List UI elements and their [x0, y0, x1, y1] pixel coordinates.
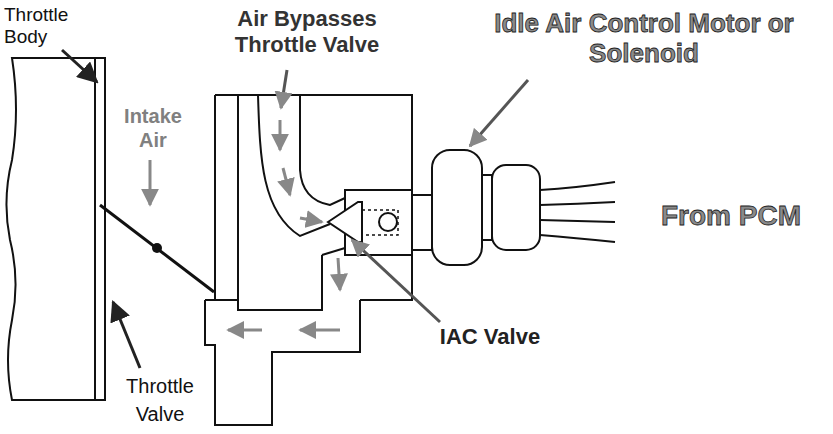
- leader-arrow: [470, 80, 528, 146]
- part-label: Throttle Body: [4, 4, 84, 48]
- throttle-flange: [95, 58, 105, 400]
- leader-arrow: [62, 50, 97, 82]
- motor-ring: [482, 175, 492, 240]
- valve-stem: [362, 210, 398, 235]
- bypass-channel-wall: [300, 95, 345, 205]
- part-label: Idle Air Control Motor or Solenoid: [484, 8, 804, 68]
- airflow-arrow: [300, 329, 340, 332]
- airflow-arrow: [149, 160, 152, 205]
- leader-arrow: [352, 240, 440, 322]
- motor-neck: [412, 195, 432, 250]
- flow-label: Air Bypasses Throttle Valve: [212, 6, 402, 58]
- airflow-arrow: [279, 120, 282, 150]
- iac-pintle: [328, 202, 362, 242]
- leader-arrow: [281, 70, 287, 108]
- airflow-arrow: [338, 258, 340, 290]
- airflow-arrow: [283, 168, 290, 195]
- lower-housing: [205, 300, 360, 425]
- throttle-shaft: [152, 243, 162, 253]
- airflow-arrow: [228, 329, 262, 332]
- throttle-body: [6, 58, 95, 400]
- motor-connector: [492, 165, 540, 250]
- part-label: IAC Valve: [425, 324, 555, 350]
- part-label: Throttle Valve: [110, 372, 210, 428]
- iac-motor: [432, 150, 482, 265]
- throttle-plate: [100, 205, 214, 292]
- leader-arrow: [113, 302, 140, 368]
- valve-ball: [379, 213, 397, 231]
- bypass-channel-wall: [258, 95, 330, 236]
- pcm-wires: [540, 182, 615, 242]
- bypass-outlet-wall: [215, 255, 322, 310]
- housing-wall: [237, 95, 239, 300]
- signal-label: From PCM: [636, 200, 826, 232]
- valve-seat: [322, 248, 345, 255]
- airflow-arrow: [300, 218, 322, 222]
- flow-label: Intake Air: [108, 104, 198, 152]
- housing-wall: [214, 95, 216, 300]
